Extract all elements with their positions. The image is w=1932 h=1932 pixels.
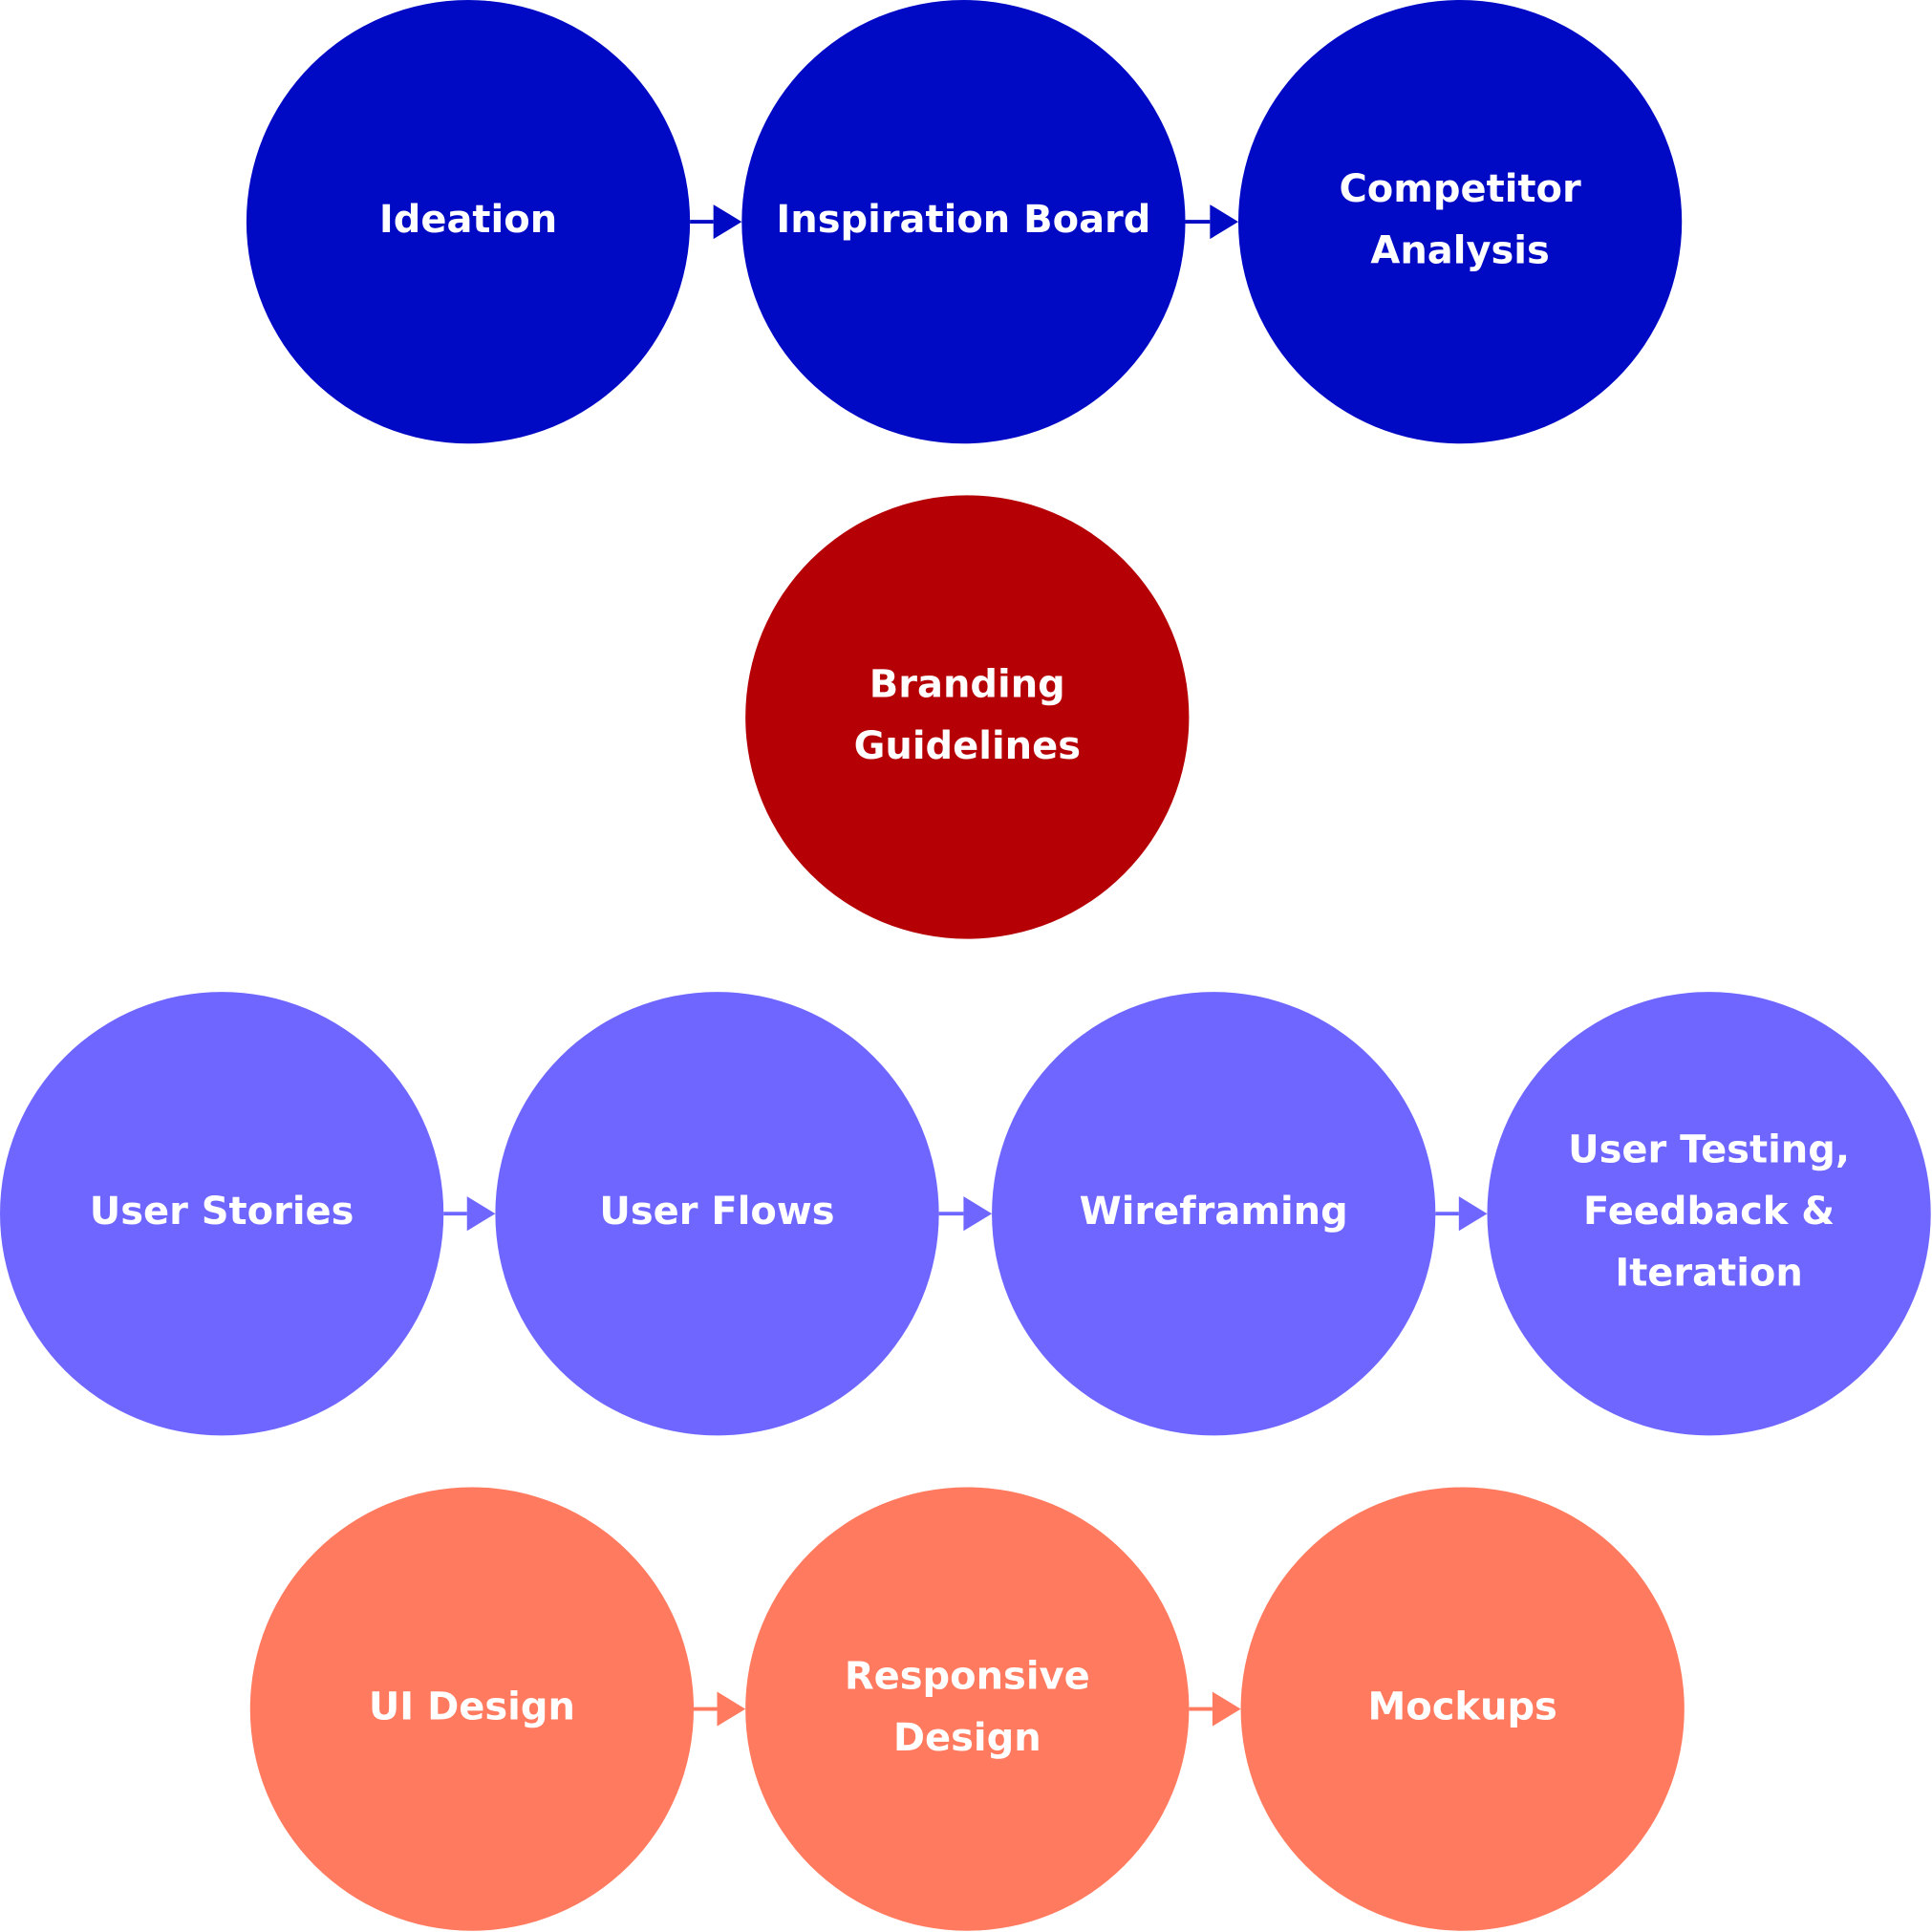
node-circle xyxy=(249,1487,695,1931)
node-label: Branding xyxy=(869,662,1065,706)
node-label: Competitor xyxy=(1339,167,1581,211)
node-circle xyxy=(0,992,444,1436)
node-circle xyxy=(745,495,1190,939)
arrow-icon xyxy=(690,204,742,240)
node-circle xyxy=(1237,0,1683,444)
arrow-icon xyxy=(938,1196,993,1232)
node-user-stories[interactable]: User Stories xyxy=(0,992,444,1436)
node-circle xyxy=(1240,1487,1685,1931)
node-label: User Stories xyxy=(90,1190,354,1234)
node-label: Inspiration Board xyxy=(776,198,1150,242)
node-label: User Flows xyxy=(599,1190,834,1234)
arrow-icon xyxy=(1185,204,1238,240)
node-label: Mockups xyxy=(1367,1685,1556,1729)
node-ideation[interactable]: Ideation xyxy=(246,0,691,444)
node-wireframing[interactable]: Wireframing xyxy=(992,992,1436,1436)
node-ui-design[interactable]: UI Design xyxy=(249,1487,695,1931)
node-circle xyxy=(741,0,1186,444)
node-label: Guidelines xyxy=(854,724,1081,768)
node-label: Responsive xyxy=(845,1654,1090,1698)
node-mockups[interactable]: Mockups xyxy=(1240,1487,1685,1931)
arrow-icon xyxy=(1189,1691,1241,1727)
node-inspiration-board[interactable]: Inspiration Board xyxy=(741,0,1186,444)
row-ux: User Stories User Flows Wireframing User Te… xyxy=(0,992,1931,1436)
node-label: Ideation xyxy=(379,198,557,242)
node-circle xyxy=(246,0,691,444)
node-label: Analysis xyxy=(1370,228,1549,272)
node-label: User Testing, xyxy=(1568,1128,1850,1172)
node-user-testing-feedback-iteration[interactable]: User Testing, Feedback & Iteration xyxy=(1487,992,1931,1436)
arrow-icon xyxy=(443,1196,496,1232)
node-label: Iteration xyxy=(1615,1252,1803,1296)
node-circle xyxy=(1487,992,1931,1436)
node-user-flows[interactable]: User Flows xyxy=(495,992,939,1436)
node-circle xyxy=(495,992,939,1436)
node-label: UI Design xyxy=(369,1685,575,1729)
arrow-icon xyxy=(694,1691,746,1727)
node-label: Feedback & xyxy=(1583,1190,1835,1234)
arrow-icon xyxy=(1435,1196,1488,1232)
row-discovery: Ideation Inspiration Board CompetitorAnaly… xyxy=(246,0,1683,444)
node-circle xyxy=(992,992,1436,1436)
node-label: Wireframing xyxy=(1080,1190,1348,1234)
node-circle xyxy=(745,1487,1190,1931)
node-label: Design xyxy=(893,1716,1041,1760)
